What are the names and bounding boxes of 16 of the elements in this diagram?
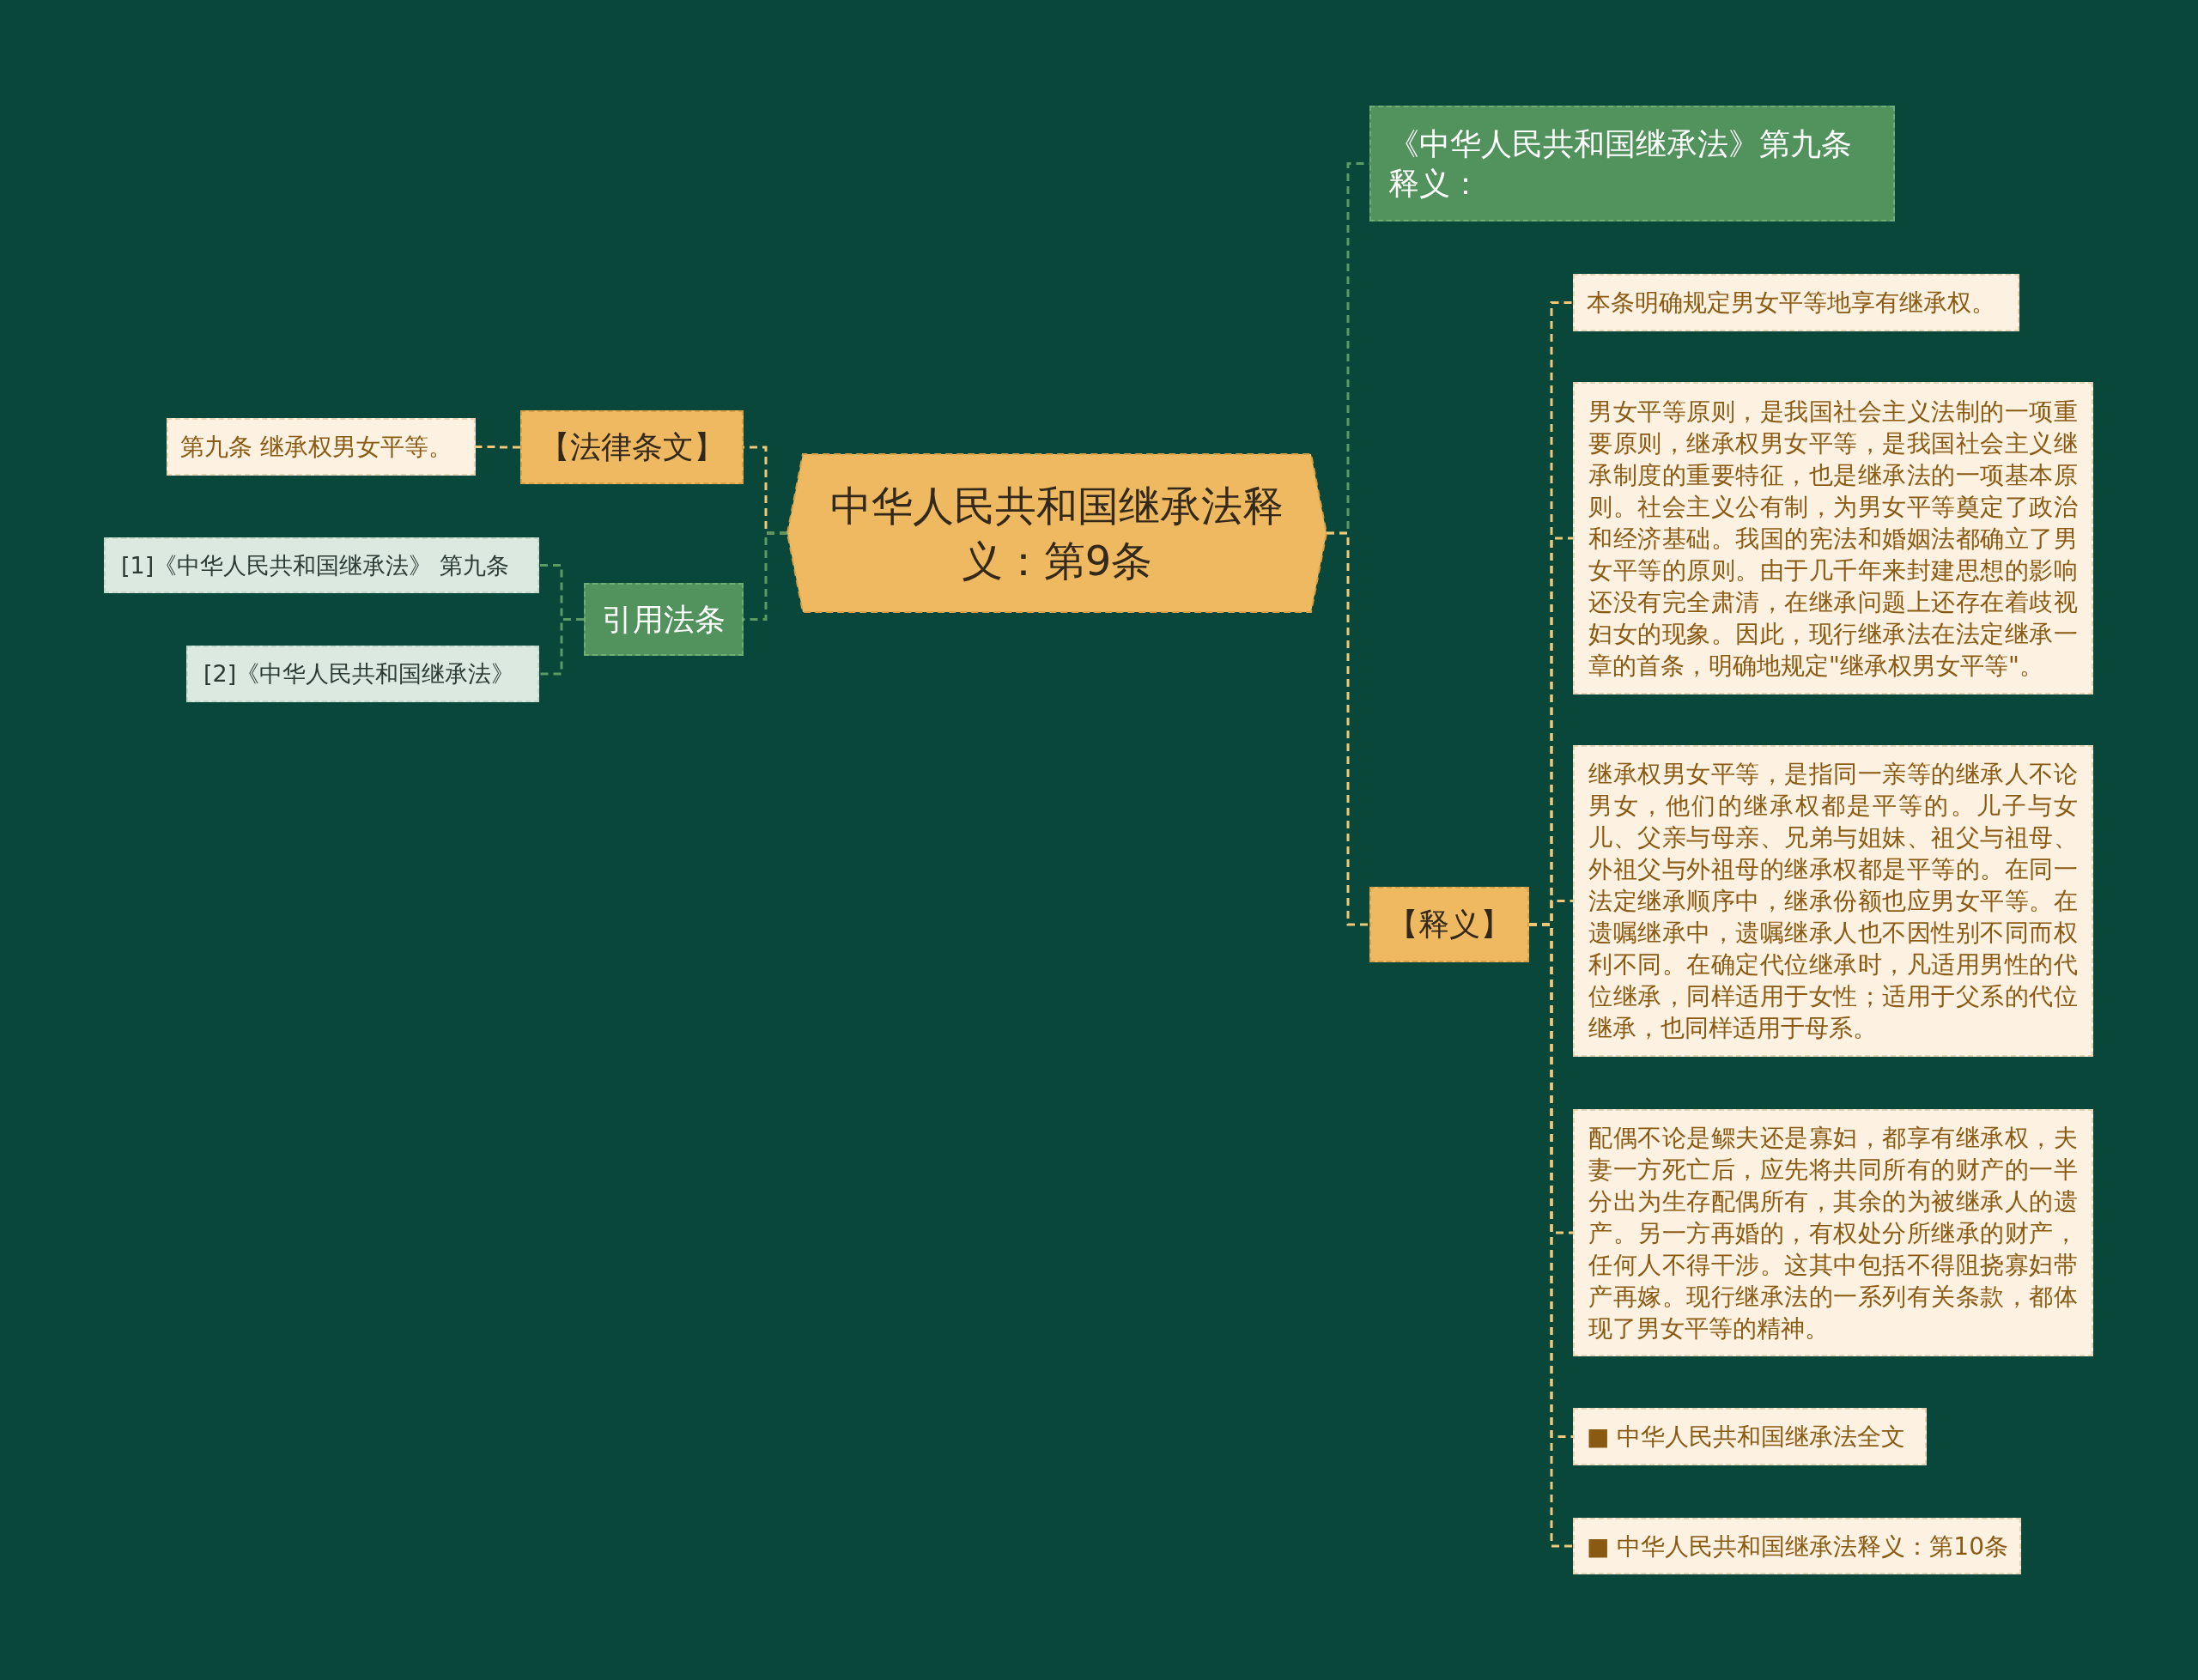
note-card: 配偶不论是鳏夫还是寡妇，都享有继承权，夫妻一方死亡后，应先将共同所有的财产的一半分出为生存配偶所有，其余的为被继承人的遗产。另一方再婚的，有权处分所继承的财产，任何人不得干涉。这其中包括不得阻挠寡妇带产再嫁。现行继承法的一系列有关条款，都体现了男女平等的精神。	[1573, 1109, 2093, 1356]
note-card: ■ 中华人民共和国继承法全文	[1573, 1408, 1927, 1465]
connector-line	[476, 446, 520, 449]
note-card: ■ 中华人民共和国继承法释义：第10条	[1573, 1518, 2021, 1574]
branch-topic: 《中华人民共和国继承法》第九条释义：	[1369, 106, 1895, 221]
branch-topic: 引用法条	[584, 583, 744, 656]
branch-topic: 【法律条文】	[520, 410, 744, 484]
connector-line	[539, 618, 584, 676]
connector-line	[1327, 531, 1369, 926]
note-card: 继承权男女平等，是指同一亲等的继承人不论男女，他们的继承权都是平等的。儿子与女儿、父亲与母亲、兄弟与姐妹、祖父与祖母、外祖父与外祖母的继承权都是平等的。在同一法定继承顺序中，继承份额也应男女平等。在遗嘱继承中，遗嘱继承人也不因性别不同而权利不同。在确定代位继承时，凡适用男性的代位继承，同样适用于女性；适用于父系的代位继承，也同样适用于母系。	[1573, 745, 2093, 1057]
note-card: 第九条 继承权男女平等。	[167, 418, 476, 476]
note-card: 本条明确规定男女平等地享有继承权。	[1573, 274, 2019, 331]
branch-topic: 【释义】	[1369, 887, 1529, 962]
citation-card: [1]《中华人民共和国继承法》 第九条	[104, 537, 539, 593]
citation-card: [2]《中华人民共和国继承法》	[186, 646, 539, 702]
note-card: 男女平等原则，是我国社会主义法制的一项重要原则，继承权男女平等，是我国社会主义继承制度的重要特征，也是继承法的一项基本原则。社会主义公有制，为男女平等奠定了政治和经济基础。我国的宪法和婚姻法都确立了男女平等的原则。由于几千年来封建思想的影响还没有完全肃清，在继承问题上还存在着歧视妇女的现象。因此，现行继承法在法定继承一章的首条，明确地规定"继承权男女平等"。	[1573, 382, 2093, 694]
